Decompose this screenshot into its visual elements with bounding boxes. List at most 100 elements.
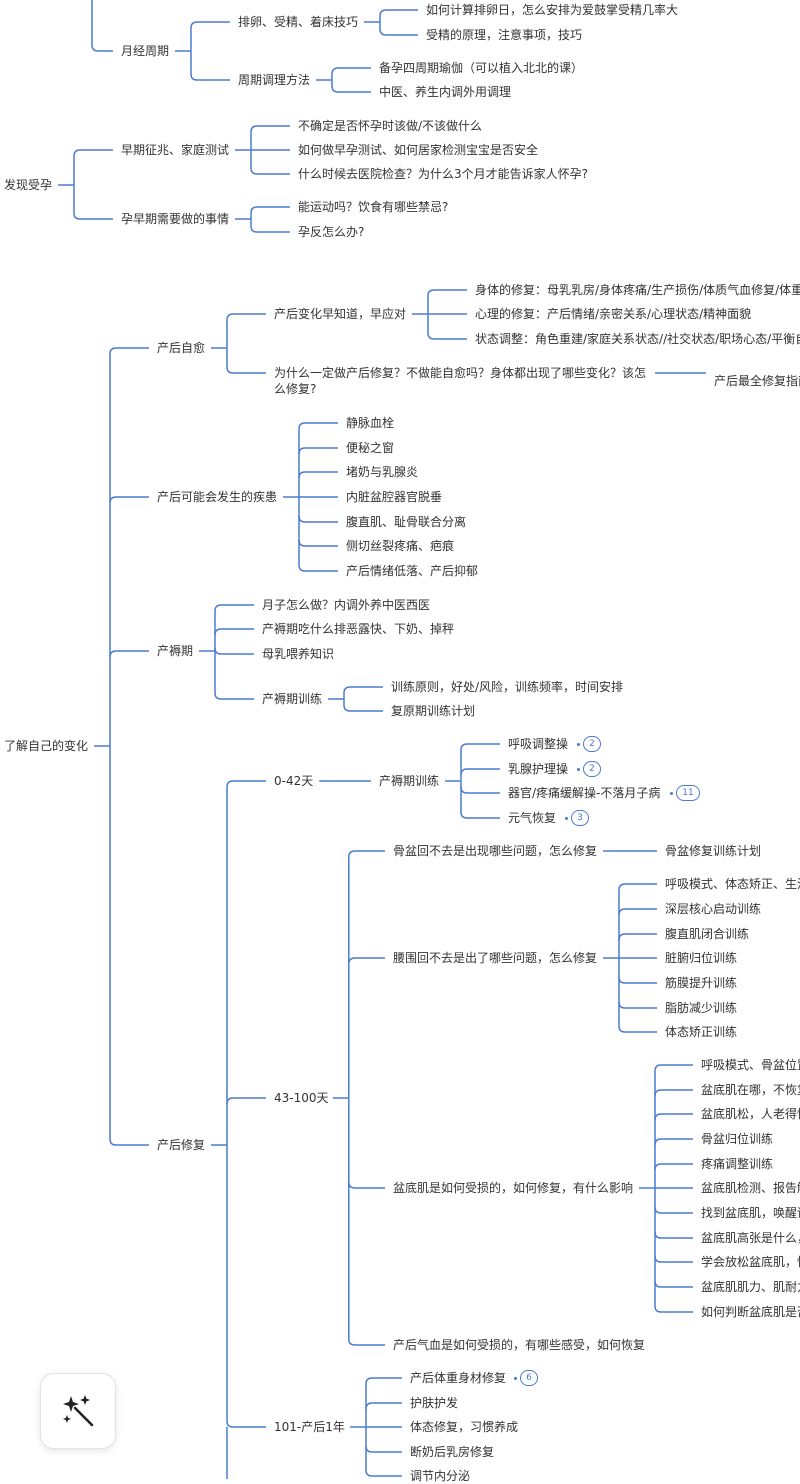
- mindmap-node-p1[interactable]: 发现受孕: [4, 178, 53, 192]
- mindmap-node-a2[interactable]: 身体的修复：母乳乳房/身体疼痛/生产损伤/体质气血修复/体重: [475, 283, 800, 297]
- mindmap-node-h3[interactable]: 体态修复，习惯养成: [410, 1420, 519, 1434]
- mindmap-node-e1[interactable]: 骨盆回不去是出现哪些问题，怎么修复: [393, 844, 598, 858]
- mindmap-node-c3[interactable]: 母乳喂养知识: [262, 647, 335, 661]
- connector-line: [298, 564, 338, 572]
- mindmap-node-c2[interactable]: 产褥期吃什么排恶露快、下奶、掉秤: [262, 622, 455, 636]
- mindmap-node-s6[interactable]: 备孕四周期瑜伽（可以植入北北的课）: [379, 61, 584, 75]
- mindmap-node-b5[interactable]: 腹直肌、耻骨联合分离: [346, 515, 467, 529]
- mindmap-node-e2[interactable]: 骨盆修复训练计划: [665, 844, 762, 858]
- mindmap-node-s4[interactable]: 受精的原理，注意事项，技巧: [426, 28, 583, 42]
- mindmap-node-c1[interactable]: 月子怎么做？内调外养中医西医: [262, 598, 431, 612]
- mindmap-node-p8[interactable]: 孕反怎么办?: [298, 225, 365, 239]
- mindmap-node-s3[interactable]: 如何计算排卵日，怎么安排为爱鼓掌受精几率大: [426, 3, 679, 17]
- mindmap-node-f10[interactable]: 盆底肌肌力、肌耐力: [701, 1280, 800, 1294]
- mindmap-node-d1[interactable]: 0-42天: [274, 774, 314, 788]
- mindmap-node-a1[interactable]: 产后变化早知道，早应对: [274, 307, 407, 321]
- mindmap-node-s1[interactable]: 月经周期: [121, 44, 170, 58]
- comment-count-badge[interactable]: 2: [583, 761, 601, 777]
- mindmap-node-f4[interactable]: 骨盆归位训练: [701, 1132, 774, 1146]
- connector-line: [214, 692, 254, 700]
- mindmap-node-f0[interactable]: 盆底肌是如何受损的，如何修复，有什么影响: [393, 1181, 634, 1195]
- mindmap-node-b4[interactable]: 内脏盆腔器官脱垂: [346, 490, 443, 504]
- mindmap-node-f9[interactable]: 学会放松盆底肌，快: [701, 1255, 800, 1269]
- connector-line: [654, 1138, 693, 1146]
- comment-count-badge[interactable]: 2: [583, 736, 601, 752]
- mindmap-node-p3[interactable]: 不确定是否怀孕时该做/不该做什么: [298, 119, 483, 133]
- mindmap-node-f2[interactable]: 盆底肌在哪，不恢复: [701, 1083, 800, 1097]
- mindmap-node-p4[interactable]: 如何做早孕测试、如何居家检测宝宝是否安全: [298, 143, 539, 157]
- mindmap-node-a5[interactable]: 为什么一定做产后修复？不做能自愈吗？身体都出现了哪些变化？该怎么修复?: [274, 366, 647, 396]
- connector-line: [343, 686, 383, 694]
- mindmap-node-a4[interactable]: 状态调整：角色重建/家庭关系状态//社交状态/职场心态/平衡自: [475, 332, 800, 346]
- connector-line: [379, 9, 418, 17]
- mindmap-node-f3[interactable]: 盆底肌松，人老得快: [701, 1107, 800, 1121]
- mindmap-node-d4[interactable]: 乳腺护理操: [508, 762, 569, 776]
- mindmap-node-b0[interactable]: 产后可能会发生的疾患: [157, 490, 278, 504]
- mindmap-node-c0[interactable]: 产褥期: [157, 644, 194, 658]
- mindmap-node-a3[interactable]: 心理的修复：产后情绪/亲密关系/心理状态/精神面貌: [475, 307, 752, 321]
- mindmap-node-e5[interactable]: 深层核心启动训练: [665, 902, 762, 916]
- ai-magic-button[interactable]: [40, 1373, 116, 1449]
- mindmap-node-d3[interactable]: 呼吸调整操: [508, 737, 569, 751]
- mindmap-node-h5[interactable]: 调节内分泌: [410, 1469, 471, 1483]
- mindmap-node-f1[interactable]: 呼吸模式、骨盆位置: [701, 1058, 800, 1072]
- mindmap-node-c6[interactable]: 复原期训练计划: [391, 704, 476, 718]
- connector-line: [379, 28, 418, 36]
- mindmap-node-h1[interactable]: 产后体重身材修复: [410, 1371, 507, 1385]
- connector-line: [109, 650, 149, 658]
- comment-count-badge[interactable]: 6: [520, 1370, 538, 1386]
- mindmap-node-h4[interactable]: 断奶后乳房修复: [410, 1445, 495, 1459]
- mindmap-node-d0[interactable]: 产后修复: [157, 1138, 206, 1152]
- mindmap-node-d2[interactable]: 产褥期训练: [379, 774, 440, 788]
- mindmap-node-h2[interactable]: 护肤护发: [410, 1396, 459, 1410]
- mindmap-node-root[interactable]: 了解自己的变化: [4, 739, 89, 753]
- mindmap-node-d5[interactable]: 器官/疼痛缓解操-不落月子病: [508, 786, 661, 800]
- mindmap-node-s5[interactable]: 周期调理方法: [238, 73, 311, 87]
- mindmap-node-a6[interactable]: 产后最全修复指南: [714, 374, 800, 388]
- mindmap-node-s7[interactable]: 中医、养生内调外用调理: [379, 85, 512, 99]
- mindmap-node-s2[interactable]: 排卵、受精、着床技巧: [238, 15, 359, 29]
- comment-count-badge[interactable]: 3: [571, 810, 589, 826]
- mindmap-node-c4[interactable]: 产褥期训练: [262, 692, 323, 706]
- mindmap-node-p7[interactable]: 能运动吗？饮食有哪些禁忌?: [298, 200, 449, 214]
- connector-line: [618, 933, 657, 941]
- mindmap-node-f7[interactable]: 找到盆底肌，唤醒训: [701, 1206, 800, 1220]
- mindmap-node-b1[interactable]: 静脉血栓: [346, 416, 395, 430]
- badge-connector-dot: [577, 768, 580, 771]
- mindmap-node-c5[interactable]: 训练原则，好处/风险，训练频率，时间安排: [391, 680, 624, 694]
- mindmap-node-b3[interactable]: 堵奶与乳腺炎: [346, 465, 419, 479]
- connector-line: [654, 1305, 693, 1313]
- mindmap-node-p5[interactable]: 什么时候去医院检查？为什么3个月才能告诉家人怀孕?: [298, 167, 589, 181]
- mindmap-node-b7[interactable]: 产后情绪低落、产后抑郁: [346, 564, 479, 578]
- mindmap-node-e9[interactable]: 脂肪减少训练: [665, 1001, 738, 1015]
- badge-connector-dot: [565, 817, 568, 820]
- mindmap-node-f6[interactable]: 盆底肌检测、报告解: [701, 1181, 800, 1195]
- mindmap-node-p2[interactable]: 早期征兆、家庭测试: [121, 143, 230, 157]
- connector-line: [348, 957, 385, 965]
- connector-line: [214, 628, 254, 636]
- mindmap-node-f8[interactable]: 盆底肌高张是什么，: [701, 1231, 800, 1245]
- mindmap-node-e7[interactable]: 脏腑归位训练: [665, 951, 738, 965]
- mindmap-node-g0[interactable]: 产后气血是如何受损的，有哪些感受，如何恢复: [393, 1338, 646, 1352]
- mindmap-node-h0[interactable]: 101-产后1年: [274, 1420, 345, 1434]
- mindmap-node-f11[interactable]: 如何判断盆底肌是否: [701, 1305, 800, 1319]
- mindmap-node-e3[interactable]: 腰围回不去是出了哪些问题，怎么修复: [393, 951, 598, 965]
- connector-line: [109, 1138, 149, 1146]
- connector-line: [109, 347, 149, 355]
- mindmap-node-e6[interactable]: 腹直肌闭合训练: [665, 927, 750, 941]
- mindmap-node-e4[interactable]: 呼吸模式、体态矫正、生活: [665, 877, 800, 891]
- mindmap-node-d6[interactable]: 元气恢复: [508, 811, 557, 825]
- connector-line: [654, 1064, 693, 1072]
- comment-count-badge[interactable]: 11: [676, 785, 700, 801]
- mindmap-node-b6[interactable]: 侧切丝裂疼痛、疤痕: [346, 539, 455, 553]
- connector-line: [298, 471, 338, 479]
- connector-line: [654, 1113, 693, 1121]
- mindmap-node-e8[interactable]: 筋膜提升训练: [665, 976, 738, 990]
- mindmap-node-e0[interactable]: 43-100天: [274, 1091, 329, 1105]
- mindmap-node-b2[interactable]: 便秘之窗: [346, 441, 395, 455]
- mindmap-node-a0[interactable]: 产后自愈: [157, 341, 206, 355]
- connector-line: [427, 289, 467, 297]
- mindmap-node-p6[interactable]: 孕早期需要做的事情: [121, 212, 230, 226]
- mindmap-node-e10[interactable]: 体态矫正训练: [665, 1025, 738, 1039]
- mindmap-node-f5[interactable]: 疼痛调整训练: [701, 1157, 774, 1171]
